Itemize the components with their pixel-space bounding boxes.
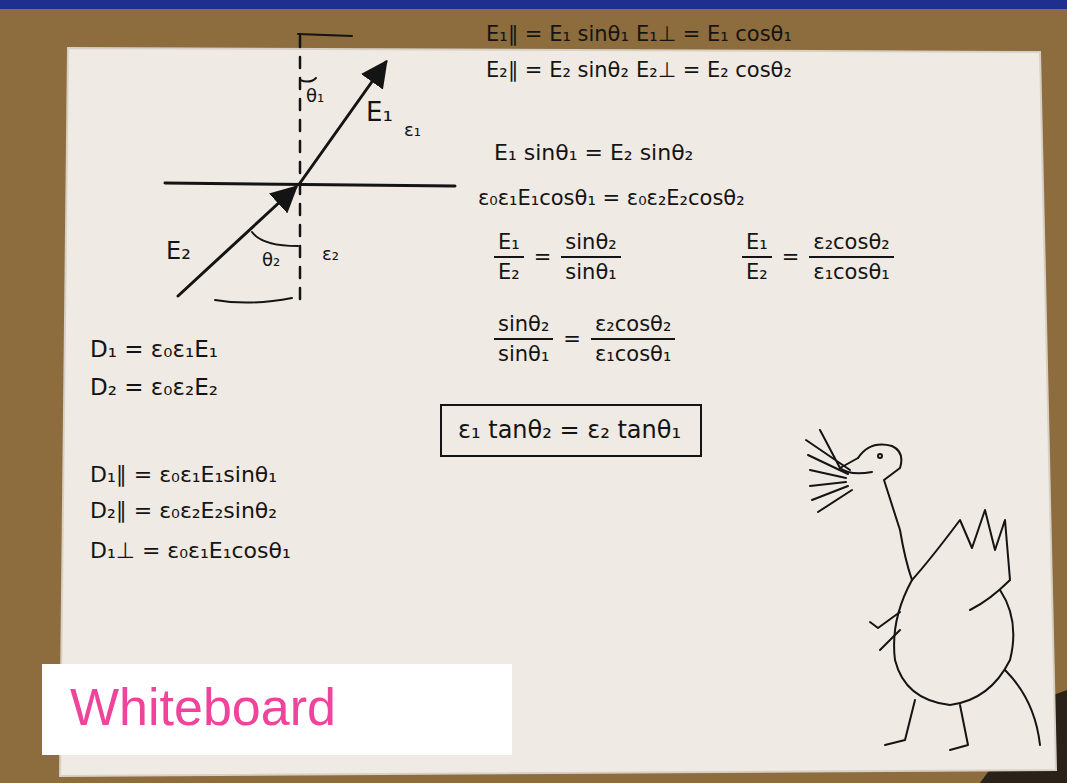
fraction-term: ε₂cosθ₂ (591, 312, 675, 340)
bottom-bracket (215, 298, 292, 303)
fire-breath (806, 430, 852, 512)
fraction: sinθ₂sinθ₁ (561, 230, 620, 284)
equation: E₁∥ = E₁ sinθ₁ (486, 22, 629, 46)
fraction-term: ε₁cosθ₁ (809, 258, 893, 284)
sketch-label: θ₂ (262, 250, 280, 271)
angle-arc-1 (300, 78, 316, 82)
dragon-tail (1005, 670, 1040, 745)
fraction-equation: sinθ₂sinθ₁ = ε₂cosθ₂ε₁cosθ₁ (494, 312, 675, 366)
top-strip (0, 0, 1067, 9)
equation: D₂∥ = ε₀ε₂E₂sinθ₂ (90, 498, 277, 523)
equation: E₂∥ = E₂ sinθ₂ (486, 58, 629, 82)
normal-line (299, 36, 302, 305)
slide-tag: Whiteboard (42, 664, 512, 755)
fraction-term: sinθ₁ (561, 258, 620, 284)
equation: D₁ = ε₀ε₁E₁ (90, 336, 218, 362)
dragon-eye (878, 454, 882, 458)
sketch-label: θ₁ (306, 86, 324, 107)
result-equation: ε₁ tanθ₂ = ε₂ tanθ₁ (458, 416, 681, 445)
dragon-arms (870, 612, 900, 650)
fraction-term: E₂ (742, 258, 772, 284)
fraction-equation: E₁E₂ = ε₂cosθ₂ε₁cosθ₁ (742, 230, 894, 284)
equation: E₁⊥ = E₁ cosθ₁ (636, 22, 792, 46)
fraction: E₁E₂ (742, 230, 772, 284)
fraction-equation: E₁E₂ = sinθ₂sinθ₁ (494, 230, 621, 284)
dragon-legs (885, 700, 968, 750)
equation: D₂ = ε₀ε₂E₂ (90, 374, 218, 400)
fraction-term: E₁ (494, 230, 524, 258)
equation: E₂⊥ = E₂ cosθ₂ (636, 58, 792, 82)
fraction-term: ε₁cosθ₁ (591, 340, 675, 366)
fraction: ε₂cosθ₂ε₁cosθ₁ (591, 312, 675, 366)
equation: D₁⊥ = ε₀ε₁E₁cosθ₁ (90, 538, 291, 563)
fraction-term: ε₂cosθ₂ (809, 230, 893, 258)
fraction-term: = (534, 245, 552, 269)
fraction-term: E₁ (742, 230, 772, 258)
dragon-wing (912, 510, 1010, 610)
fraction-term: = (782, 245, 800, 269)
result-box: ε₁ tanθ₂ = ε₂ tanθ₁ (440, 404, 702, 457)
angle-arc-2 (252, 232, 298, 246)
dragon-body (894, 580, 1013, 705)
fraction: sinθ₂sinθ₁ (494, 312, 553, 366)
equation: ε₀ε₁E₁cosθ₁ = ε₀ε₂E₂cosθ₂ (478, 186, 745, 210)
interface-line (165, 183, 455, 186)
fraction: E₁E₂ (494, 230, 524, 284)
fraction-term: E₂ (494, 258, 524, 284)
fraction: ε₂cosθ₂ε₁cosθ₁ (809, 230, 893, 284)
field-arrow-2 (178, 187, 296, 296)
sketch-label: E₂ (166, 238, 191, 266)
tag-text: Whiteboard (70, 676, 336, 738)
sketch-label: ε₁ (404, 120, 421, 141)
dragon-head-neck (858, 445, 912, 581)
equation: D₁∥ = ε₀ε₁E₁sinθ₁ (90, 462, 277, 487)
fraction-term: sinθ₁ (494, 340, 553, 366)
sketch-label: ε₂ (322, 244, 339, 265)
sketch-label: E₁ (366, 98, 393, 128)
fraction-term: sinθ₂ (561, 230, 620, 258)
fraction-term: = (563, 327, 581, 351)
equation: E₁ sinθ₁ = E₂ sinθ₂ (494, 140, 693, 165)
top-bracket (298, 34, 352, 36)
fraction-term: sinθ₂ (494, 312, 553, 340)
